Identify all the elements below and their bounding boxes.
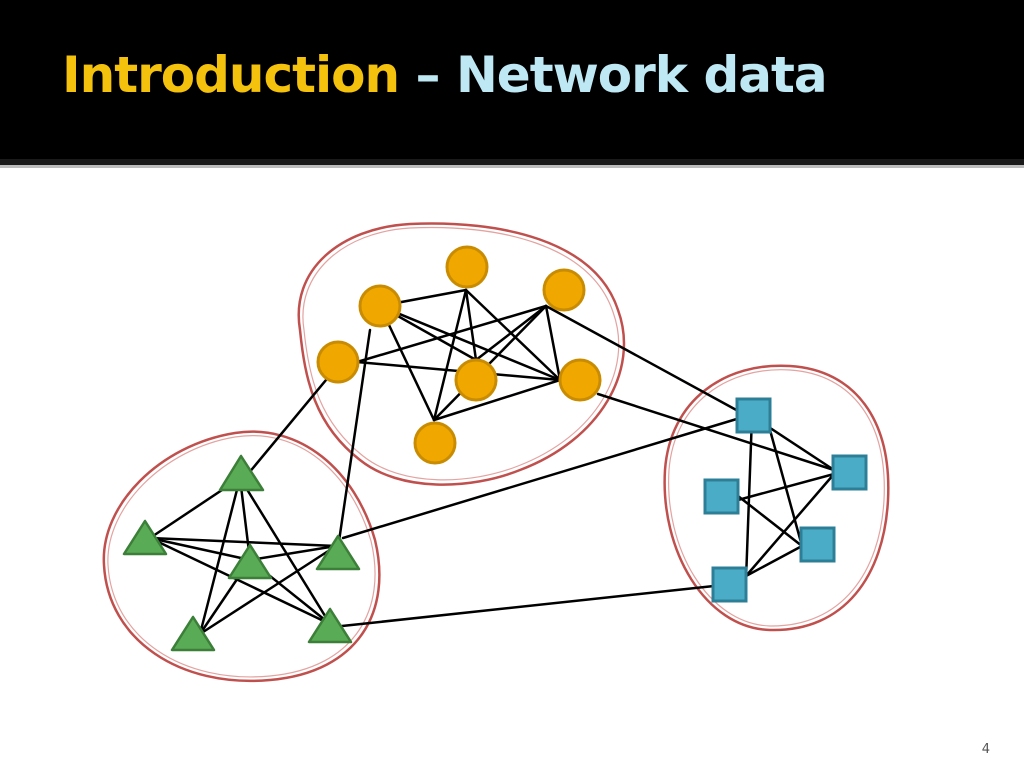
circle-node bbox=[358, 284, 402, 328]
square-node bbox=[735, 397, 772, 434]
edge bbox=[340, 584, 716, 628]
edge bbox=[744, 544, 804, 578]
edge bbox=[238, 476, 332, 626]
square-node bbox=[799, 526, 836, 563]
triangle-node bbox=[315, 534, 361, 571]
triangle-node bbox=[170, 615, 216, 652]
triangle-node bbox=[307, 607, 353, 644]
edge bbox=[736, 472, 836, 502]
edge bbox=[198, 476, 242, 636]
circle-nodes bbox=[316, 245, 602, 465]
edge bbox=[432, 288, 468, 422]
circle-node bbox=[316, 340, 360, 384]
slide-number: 4 bbox=[981, 742, 990, 757]
edge bbox=[248, 544, 338, 562]
triangle-nodes bbox=[122, 454, 361, 652]
edge bbox=[355, 304, 548, 364]
edge bbox=[341, 416, 742, 540]
edge bbox=[246, 378, 328, 476]
triangle-node bbox=[218, 454, 265, 492]
circle-node bbox=[445, 245, 489, 289]
cluster-outline-circles-inner bbox=[302, 226, 620, 481]
edge bbox=[544, 304, 742, 414]
edge bbox=[474, 304, 548, 362]
edge bbox=[596, 392, 836, 472]
edge bbox=[464, 288, 478, 362]
edge bbox=[336, 328, 372, 550]
title-main: Introduction bbox=[62, 46, 400, 104]
cluster-outlines bbox=[102, 222, 890, 683]
edge bbox=[544, 304, 562, 382]
cluster-outline-circles bbox=[297, 222, 626, 486]
title-separator: – bbox=[399, 46, 456, 104]
square-nodes bbox=[703, 397, 868, 603]
square-node bbox=[711, 566, 748, 603]
cluster-outline-triangles-inner bbox=[107, 435, 376, 678]
edge bbox=[736, 494, 804, 548]
cluster-outline-squares bbox=[663, 364, 890, 632]
title-bar: Introduction – Network data bbox=[0, 0, 1024, 159]
title-divider-light bbox=[0, 165, 1024, 168]
triangle-node bbox=[227, 543, 273, 580]
edge bbox=[198, 544, 338, 636]
title-divider-dark bbox=[0, 159, 1024, 165]
edge bbox=[148, 536, 332, 626]
network-edges bbox=[148, 288, 836, 636]
edge bbox=[744, 472, 836, 578]
circle-node bbox=[413, 421, 457, 465]
triangle-node bbox=[122, 519, 168, 556]
slide-title: Introduction – Network data bbox=[62, 50, 828, 100]
title-sub: Network data bbox=[455, 46, 828, 104]
edge bbox=[378, 304, 562, 382]
edge bbox=[432, 378, 562, 422]
edge bbox=[148, 536, 252, 562]
circle-node bbox=[558, 358, 602, 402]
network-nodes bbox=[122, 245, 868, 652]
circle-node bbox=[454, 358, 498, 402]
edge bbox=[148, 536, 338, 548]
edge bbox=[464, 288, 562, 382]
circle-node bbox=[542, 268, 586, 312]
edge bbox=[432, 304, 548, 422]
cluster-outline-triangles bbox=[102, 430, 381, 683]
square-node bbox=[703, 478, 740, 515]
square-node bbox=[831, 454, 868, 491]
